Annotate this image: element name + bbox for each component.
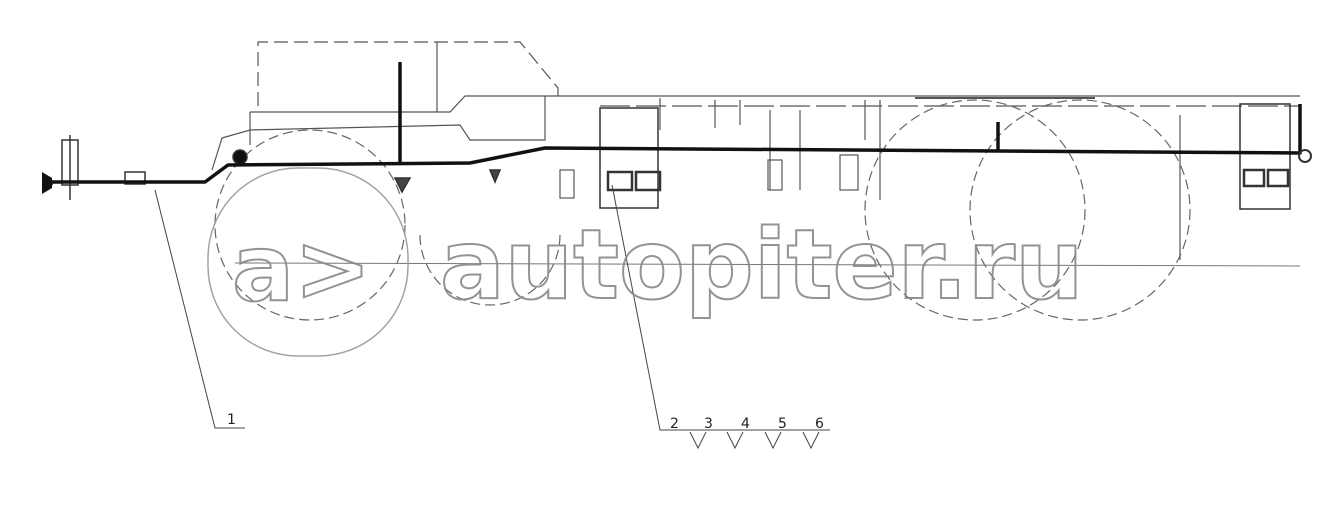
component-box-rear	[1239, 103, 1291, 210]
coupling-head	[42, 172, 53, 194]
wheel-middle-arc	[419, 234, 561, 306]
component-box-3	[634, 170, 662, 192]
watermark-logo-text: a>	[232, 215, 371, 322]
wheel-rear-1	[864, 99, 1086, 321]
component-box-rear-3	[1266, 168, 1290, 188]
component-box-rear-2	[1242, 168, 1266, 188]
callout-2: 2	[670, 416, 679, 432]
ground-line	[234, 262, 1301, 267]
valve-front	[232, 149, 248, 165]
leader-lines	[154, 184, 830, 450]
callout-5: 5	[778, 416, 787, 432]
callout-6: 6	[815, 416, 824, 432]
frame-components	[61, 103, 1291, 210]
callout-4: 4	[741, 416, 750, 432]
callout-3: 3	[704, 416, 713, 432]
component-box-2	[606, 170, 634, 192]
front-box	[124, 171, 146, 185]
wheel-rear-2	[969, 99, 1191, 321]
watermark-logo-frame	[207, 167, 409, 357]
brake-pipe	[50, 62, 1302, 184]
callout-1: 1	[227, 412, 236, 428]
watermark: a> autopiter.ru	[207, 167, 1084, 357]
watermark-site-text: autopiter.ru	[440, 209, 1083, 321]
wheel-front	[214, 129, 406, 321]
component-box-1	[599, 107, 659, 209]
wheels	[214, 99, 1191, 321]
rear-coupling	[1298, 149, 1312, 163]
